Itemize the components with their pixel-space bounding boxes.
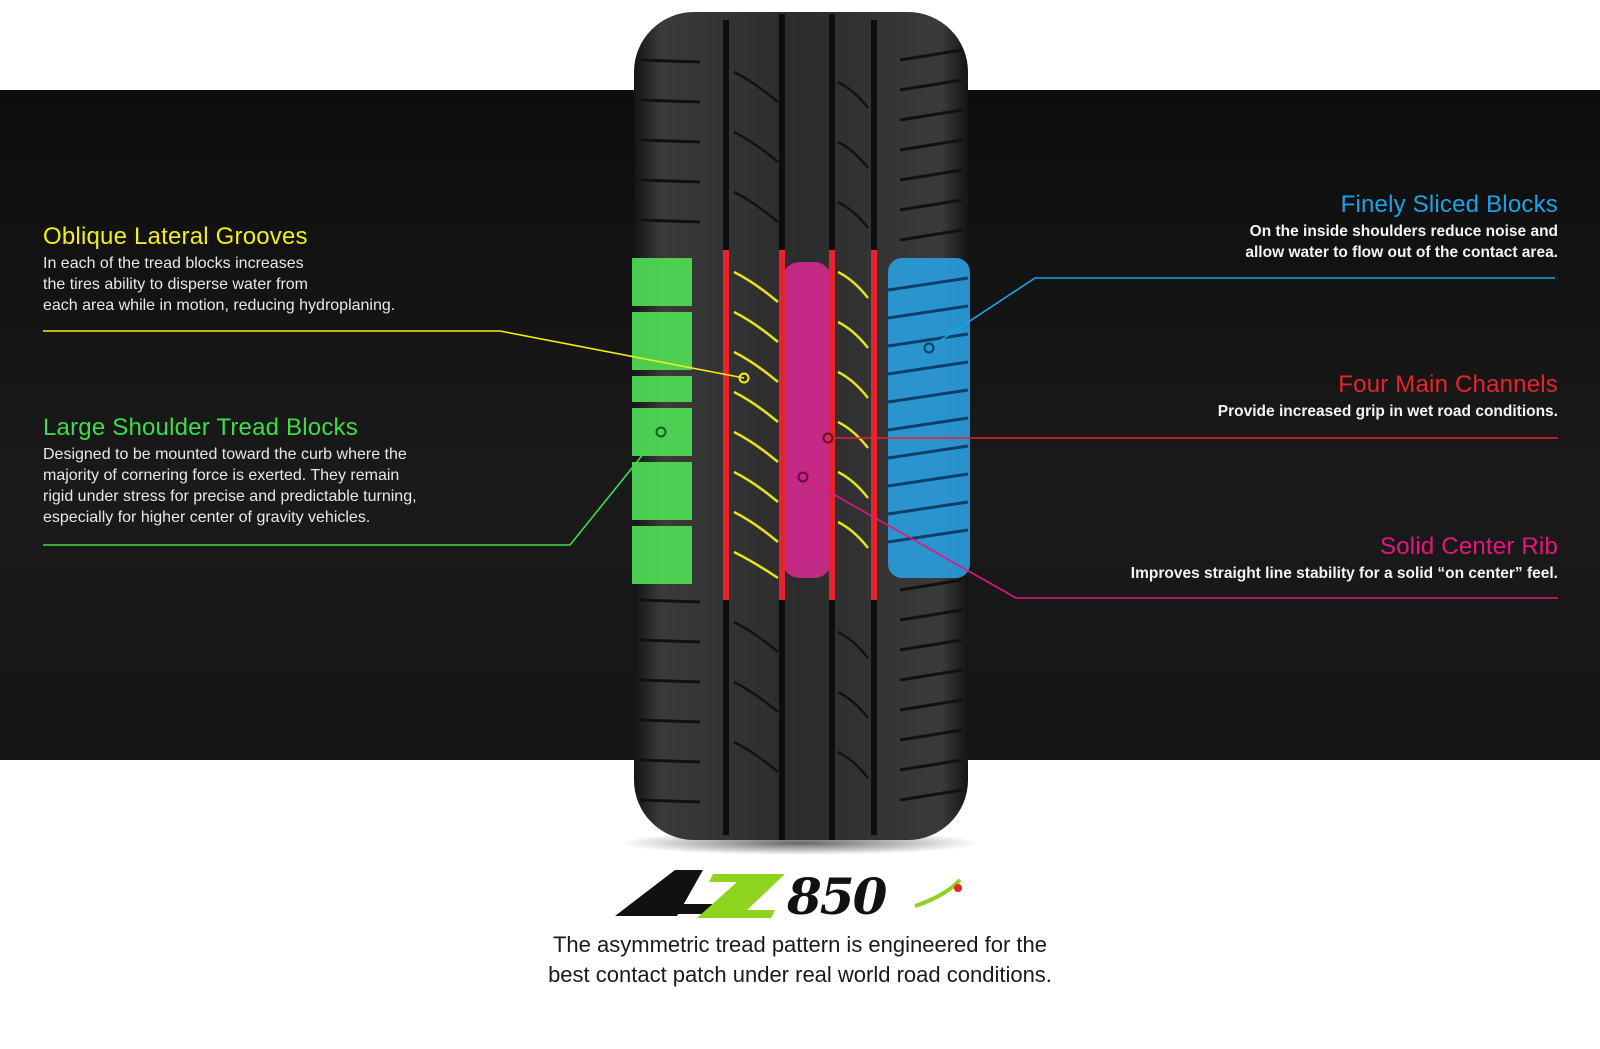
sliced-leader-dot: [923, 342, 935, 354]
blue-sliced-blocks: [888, 258, 970, 578]
callout-body: Improves straight line stability for a s…: [1130, 565, 1558, 582]
az850-logo: 850: [615, 867, 962, 922]
callout-oblique-grooves: Oblique Lateral Grooves In each of the t…: [43, 223, 395, 316]
callout-title: Oblique Lateral Grooves: [43, 223, 308, 250]
oblique-leader-dot: [738, 372, 750, 384]
callout-center-rib: Solid Center Rib Improves straight line …: [1131, 533, 1558, 584]
channels-leader-dot: [822, 432, 834, 444]
callout-body: In each of the tread blocks increases th…: [43, 255, 396, 314]
callout-main-channels: Four Main Channels Provide increased gri…: [1218, 371, 1558, 422]
oblique-leader-line: [43, 330, 745, 379]
sliced-leader-line: [928, 277, 1555, 349]
callout-body: Provide increased grip in wet road condi…: [1217, 403, 1558, 420]
oblique-lateral-grooves: [733, 270, 869, 580]
callout-title: Solid Center Rib: [1380, 533, 1558, 560]
callout-body: Designed to be mounted toward the curb w…: [43, 446, 417, 526]
callout-sliced-blocks: Finely Sliced Blocks On the inside shoul…: [1245, 191, 1558, 263]
right-shoulder-sipes: [899, 48, 963, 802]
left-shoulder-sipes: [639, 58, 701, 804]
callout-title: Large Shoulder Tread Blocks: [43, 414, 358, 441]
green-shoulder-blocks: [632, 258, 692, 584]
shoulder-leader-dot: [655, 426, 667, 438]
callout-body: On the inside shoulders reduce noise and…: [1245, 223, 1558, 261]
caption: The asymmetric tread pattern is engineer…: [548, 932, 1052, 987]
magenta-center-rib: [782, 262, 832, 578]
blue-block-sipes: [887, 276, 969, 544]
center-leader-line: [802, 476, 1558, 599]
svg-text:850: 850: [786, 867, 888, 922]
callout-title: Four Main Channels: [1338, 371, 1558, 398]
shoulder-leader-line: [43, 431, 662, 546]
center-leader-dot: [797, 471, 809, 483]
callout-shoulder-blocks: Large Shoulder Tread Blocks Designed to …: [43, 414, 417, 528]
callout-title: Finely Sliced Blocks: [1340, 191, 1558, 218]
